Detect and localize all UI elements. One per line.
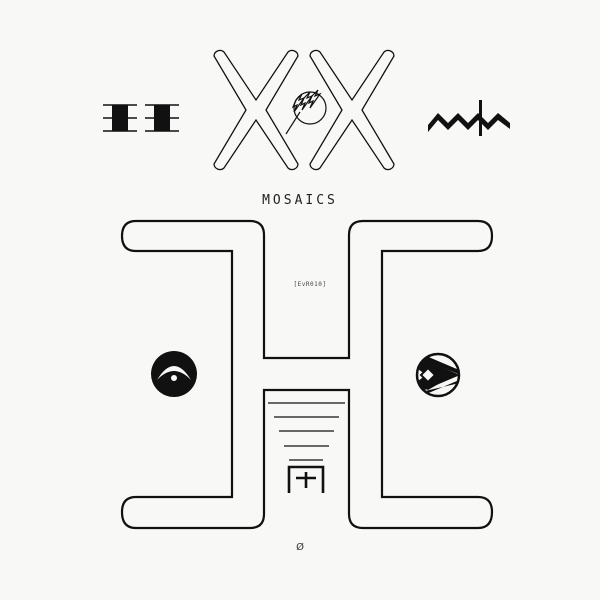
zigzag-wave-with-bar-icon <box>428 100 510 136</box>
double-i-beam-glyph-icon <box>103 104 179 132</box>
chevron-diamond-circle-icon <box>415 352 461 398</box>
h-outline-shape <box>120 219 494 530</box>
stacked-lines-box-plus-glyph-icon <box>268 402 345 493</box>
eye-arc-circle-icon <box>151 351 197 397</box>
album-title: MOSAICS <box>262 193 338 208</box>
lightning-bolts-circle-icon <box>285 89 327 135</box>
double-x-logo <box>213 49 395 171</box>
catalog-number: [EvR010] <box>293 281 327 288</box>
side-mark: Ø <box>296 542 304 553</box>
